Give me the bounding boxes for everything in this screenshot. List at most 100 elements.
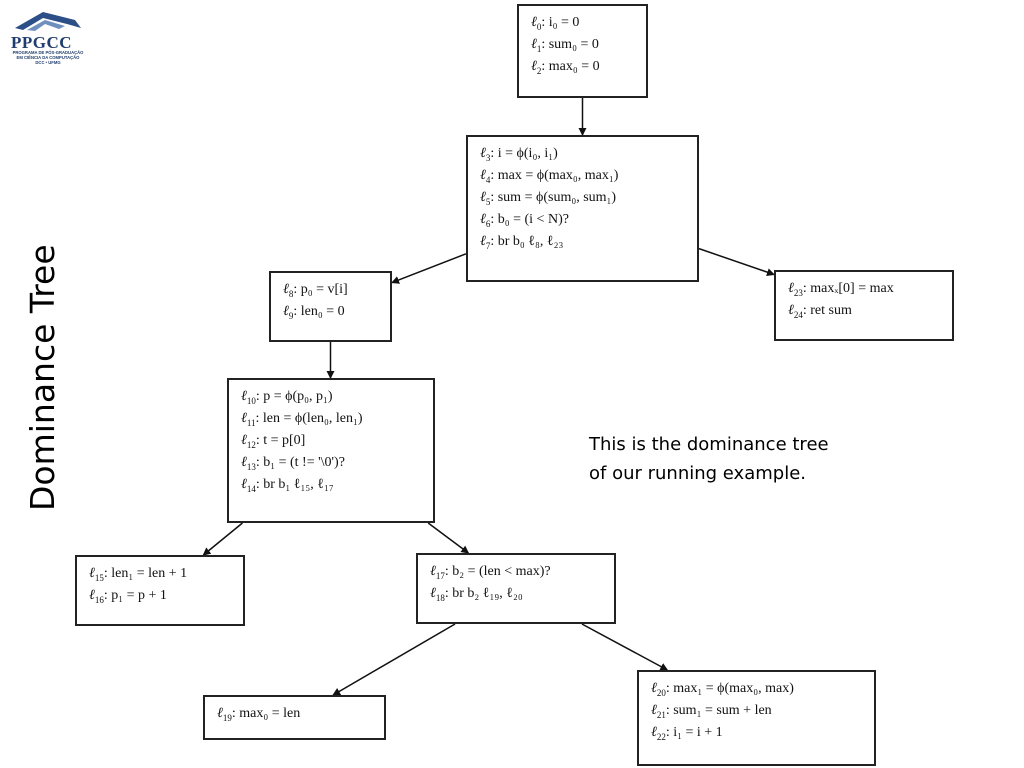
line-label-subscript: 2 <box>536 65 542 76</box>
line-label-subscript: 14 <box>246 483 256 494</box>
line-label: ℓ <box>241 433 247 448</box>
line-code: : sum₀ = 0 <box>541 37 599 52</box>
line-label-subscript: 21 <box>656 709 666 720</box>
tree-edge-arrow <box>698 247 775 276</box>
line-label-subscript: 8 <box>288 288 294 299</box>
line-label: ℓ <box>241 455 247 470</box>
node-line: ℓ12: t = p[0] <box>241 430 433 452</box>
logo-subtitle-line: EM CIÊNCIA DA COMPUTAÇÃO <box>16 55 80 60</box>
line-label: ℓ <box>241 477 247 492</box>
line-code: : p₁ = p + 1 <box>103 588 167 603</box>
tree-node: ℓ8: p₀ = v[i] ℓ9: len₀ = 0 <box>269 271 392 342</box>
node-line: ℓ13: b₁ = (t != '\0')? <box>241 452 433 474</box>
node-line: ℓ7: br b₀ ℓ₈, ℓ₂₃ <box>480 231 697 253</box>
node-line: ℓ11: len = ϕ(len₀, len₁) <box>241 408 433 430</box>
node-line: ℓ10: p = ϕ(p₀, p₁) <box>241 386 433 408</box>
line-label-subscript: 23 <box>793 287 803 298</box>
logo-roof-graphic <box>15 12 81 31</box>
line-code: : p₀ = v[i] <box>293 282 348 297</box>
line-label: ℓ <box>241 389 247 404</box>
line-code: : max = ϕ(max₀, max₁) <box>490 168 619 183</box>
node-line: ℓ14: br b₁ ℓ₁₅, ℓ₁₇ <box>241 474 433 496</box>
node-line: ℓ15: len₁ = len + 1 <box>89 563 243 585</box>
line-code: : b₀ = (i < N)? <box>490 212 569 227</box>
line-code: : ret sum <box>802 303 852 318</box>
tree-node: ℓ3: i = ϕ(i₀, i₁)ℓ4: max = ϕ(max₀, max₁)… <box>466 135 699 282</box>
tree-edge-arrow <box>427 522 470 554</box>
tree-edge-arrow <box>391 253 467 284</box>
line-code: : i₁ = i + 1 <box>665 725 723 740</box>
node-line: ℓ0: i₀ = 0 <box>531 12 646 34</box>
line-label: ℓ <box>651 725 657 740</box>
logo-subtitle: PROGRAMA DE PÓS-GRADUAÇÃO EM CIÊNCIA DA … <box>5 50 91 65</box>
line-code: : max₀ = 0 <box>541 59 600 74</box>
line-label: ℓ <box>430 586 436 601</box>
line-label: ℓ <box>480 234 486 249</box>
node-line: ℓ2: max₀ = 0 <box>531 56 646 78</box>
line-label-subscript: 13 <box>246 461 256 472</box>
node-line: ℓ3: i = ϕ(i₀, i₁) <box>480 143 697 165</box>
node-line: ℓ1: sum₀ = 0 <box>531 34 646 56</box>
line-label-subscript: 4 <box>485 174 491 185</box>
line-label-subscript: 24 <box>793 309 803 320</box>
line-label: ℓ <box>283 282 289 297</box>
line-label: ℓ <box>480 146 486 161</box>
node-line: ℓ16: p₁ = p + 1 <box>89 585 243 607</box>
line-label-subscript: 0 <box>536 21 542 32</box>
tree-node: ℓ17: b₂ = (len < max)?ℓ18: br b₂ ℓ₁₉, ℓ₂… <box>416 553 616 624</box>
line-label: ℓ <box>480 190 486 205</box>
line-code: : max₁ = ϕ(max₀, max) <box>665 681 794 696</box>
caption: This is the dominance tree of our runnin… <box>589 430 889 488</box>
line-label-subscript: 7 <box>485 240 491 251</box>
node-line: ℓ19: max₀ = len <box>217 703 384 725</box>
node-line: ℓ4: max = ϕ(max₀, max₁) <box>480 165 697 187</box>
node-line: ℓ23: maxₓ[0] = max <box>788 278 952 300</box>
line-label: ℓ <box>651 703 657 718</box>
line-label: ℓ <box>480 212 486 227</box>
line-label: ℓ <box>788 303 794 318</box>
line-label-subscript: 18 <box>435 592 445 603</box>
tree-edge-arrow <box>581 623 669 671</box>
line-label: ℓ <box>788 281 794 296</box>
line-code: : br b₀ ℓ₈, ℓ₂₃ <box>490 234 564 249</box>
line-label: ℓ <box>480 168 486 183</box>
line-label: ℓ <box>89 566 95 581</box>
line-label: ℓ <box>531 37 537 52</box>
line-label-subscript: 22 <box>656 731 666 742</box>
node-line: ℓ5: sum = ϕ(sum₀, sum₁) <box>480 187 697 209</box>
line-label-subscript: 17 <box>435 570 445 581</box>
line-label: ℓ <box>89 588 95 603</box>
line-label-subscript: 12 <box>246 439 256 450</box>
tree-edge-arrow <box>202 522 243 556</box>
line-code: : sum = ϕ(sum₀, sum₁) <box>490 190 617 205</box>
logo-subtitle-line: DCC • UFMG <box>35 60 61 65</box>
node-line: ℓ21: sum₁ = sum + len <box>651 700 874 722</box>
line-code: : t = p[0] <box>255 433 306 448</box>
line-label-subscript: 19 <box>222 712 232 723</box>
line-label-subscript: 11 <box>246 417 256 428</box>
line-label: ℓ <box>217 706 223 721</box>
line-label: ℓ <box>430 564 436 579</box>
line-code: : max₀ = len <box>231 706 301 721</box>
line-label: ℓ <box>241 411 247 426</box>
node-line: ℓ20: max₁ = ϕ(max₀, max) <box>651 678 874 700</box>
line-code: : br b₂ ℓ₁₉, ℓ₂₀ <box>444 586 523 601</box>
line-label-subscript: 1 <box>536 43 542 54</box>
tree-node: ℓ10: p = ϕ(p₀, p₁)ℓ11: len = ϕ(len₀, len… <box>227 378 435 523</box>
line-code: : b₂ = (len < max)? <box>444 564 551 579</box>
line-label-subscript: 9 <box>288 310 294 321</box>
line-label-subscript: 10 <box>246 395 256 406</box>
line-label-subscript: 15 <box>94 572 104 583</box>
line-label-subscript: 20 <box>656 687 666 698</box>
logo-subtitle-line: PROGRAMA DE PÓS-GRADUAÇÃO <box>12 50 84 55</box>
node-line: ℓ18: br b₂ ℓ₁₉, ℓ₂₀ <box>430 583 614 605</box>
logo-text: PPGCC <box>11 33 73 52</box>
node-line: ℓ22: i₁ = i + 1 <box>651 722 874 744</box>
tree-edge-arrow <box>332 623 456 696</box>
tree-node: ℓ20: max₁ = ϕ(max₀, max)ℓ21: sum₁ = sum … <box>637 670 876 766</box>
node-line: ℓ9: len₀ = 0 <box>283 301 390 323</box>
line-code: : maxₓ[0] = max <box>802 281 894 296</box>
